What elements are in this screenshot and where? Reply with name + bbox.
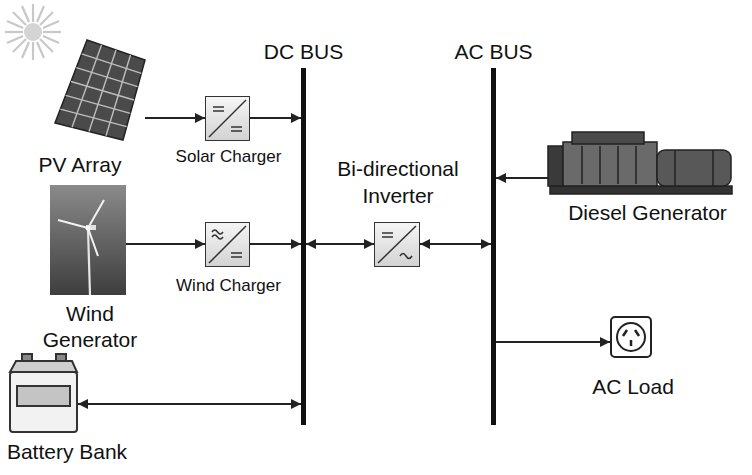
pv-panel-icon (55, 40, 145, 140)
node-label: AC Load (592, 374, 674, 399)
power-flow-arrow (496, 341, 610, 343)
node-label: Wind Charger (176, 276, 281, 296)
battery-bank: Battery Bank (8, 355, 78, 435)
power-flow-arrow (496, 177, 548, 179)
wind-charger: Wind Charger (205, 222, 250, 267)
outlet-symbol (617, 323, 645, 351)
diesel-generator: Diesel Generator (548, 130, 735, 197)
diesel-generator-icon (548, 132, 732, 194)
ac-dc-converter-symbol (205, 222, 250, 267)
ac-load: AC Load (610, 316, 652, 358)
power-flow-arrow (78, 403, 301, 405)
solar-charger: Solar Charger (205, 96, 250, 141)
power-flow-arrow (250, 117, 301, 119)
wind-turbine-icon (50, 185, 126, 295)
inverter: Bi-directional Inverter (374, 222, 420, 267)
node-label: Wind Generator (33, 301, 148, 353)
node-label: PV Array (39, 152, 122, 177)
pv-array: PV Array (55, 35, 145, 140)
power-flow-arrow (306, 243, 374, 245)
node-label: Bi-directional Inverter (328, 155, 468, 209)
wind-generator: Wind Generator (50, 185, 126, 295)
dc-bus: DC BUS (301, 68, 306, 425)
dc-dc-converter-symbol (205, 96, 250, 141)
node-label: Battery Bank (7, 439, 127, 464)
power-flow-arrow (126, 243, 205, 245)
power-flow-arrow (250, 243, 301, 245)
node-label: Diesel Generator (568, 200, 727, 225)
inverter-symbol (374, 222, 420, 267)
ac-bus: AC BUS (491, 68, 496, 425)
power-flow-arrow (145, 117, 205, 119)
battery-icon (10, 354, 77, 432)
node-label: AC BUS (454, 39, 532, 64)
node-label: DC BUS (264, 39, 343, 64)
power-flow-arrow (420, 243, 491, 245)
sun-icon (5, 4, 61, 60)
node-label: Solar Charger (176, 147, 282, 167)
